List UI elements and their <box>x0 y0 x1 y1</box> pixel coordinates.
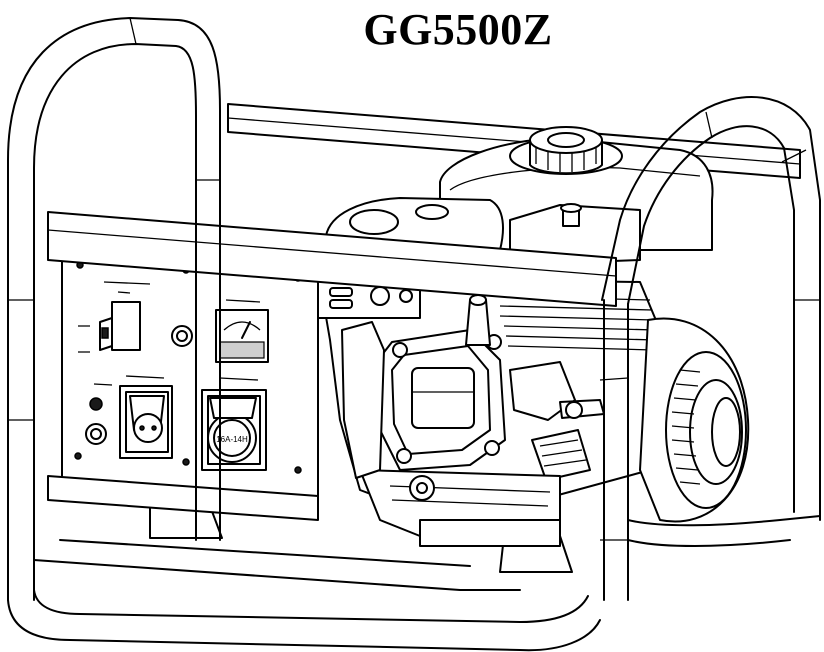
indicator-lamp <box>89 397 103 411</box>
socket-16a: 16A-14H <box>201 389 267 471</box>
front-frame-bar <box>47 211 617 307</box>
model-title: GG5500Z <box>363 5 553 54</box>
fuel-cap <box>509 126 623 175</box>
voltmeter <box>215 309 269 363</box>
recoil-starter <box>639 317 750 523</box>
socket-output-label: 16A-14H <box>216 435 248 444</box>
frame-tubes <box>7 17 821 652</box>
control-panel: 16A-14H <box>47 251 319 521</box>
circuit-breaker <box>99 301 141 351</box>
fuel-tank <box>439 126 714 251</box>
socket-schuko <box>119 385 173 459</box>
engine-mounts <box>149 505 573 573</box>
